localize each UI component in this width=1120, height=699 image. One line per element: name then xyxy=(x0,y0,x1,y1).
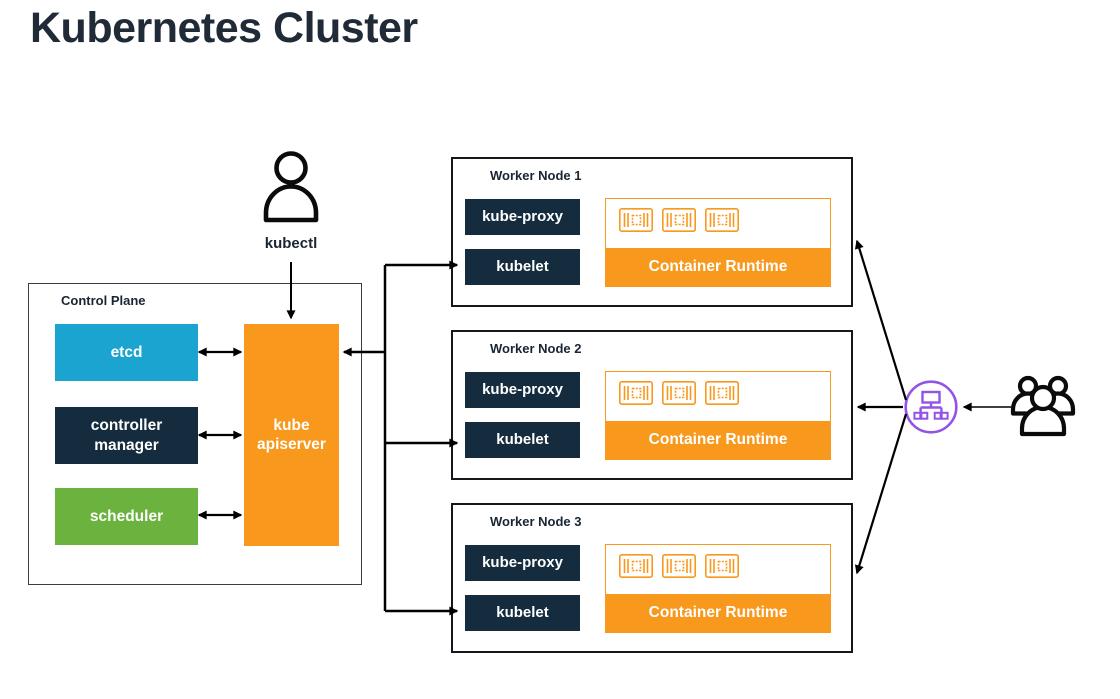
load-balancer xyxy=(903,379,959,440)
scheduler-box: scheduler xyxy=(55,488,198,545)
worker-node-3-box: Worker Node 3 kube-proxy kubelet Contain… xyxy=(451,503,853,653)
worker-node-1-box: Worker Node 1 kube-proxy kubelet Contain… xyxy=(451,157,853,307)
controller-manager-box: controller manager xyxy=(55,407,198,464)
arrow-lb-to-node3 xyxy=(854,413,908,575)
kube-proxy-box: kube-proxy xyxy=(465,545,580,581)
container-runtime-band: Container Runtime xyxy=(606,248,830,286)
etcd-box: etcd xyxy=(55,324,198,381)
container-runtime-band: Container Runtime xyxy=(606,421,830,459)
worker-node-label: Worker Node 1 xyxy=(490,168,582,183)
container-icon xyxy=(705,554,739,578)
container-icon xyxy=(662,208,696,232)
container-runtime-panel: Container Runtime xyxy=(605,544,831,633)
container-icons xyxy=(619,554,739,578)
kube-proxy-box: kube-proxy xyxy=(465,372,580,408)
kubelet-box: kubelet xyxy=(465,249,580,285)
worker-node-label: Worker Node 3 xyxy=(490,514,582,529)
container-icon xyxy=(705,208,739,232)
container-runtime-panel: Container Runtime xyxy=(605,371,831,460)
worker-node-2-box: Worker Node 2 kube-proxy kubelet Contain… xyxy=(451,330,853,480)
worker-node-label: Worker Node 2 xyxy=(490,341,582,356)
container-runtime-panel: Container Runtime xyxy=(605,198,831,287)
container-icon xyxy=(662,381,696,405)
container-icon xyxy=(705,381,739,405)
control-plane-box: Control Plane etcd controller manager sc… xyxy=(28,283,362,585)
control-plane-label: Control Plane xyxy=(61,293,146,308)
users-icon xyxy=(1010,375,1076,437)
container-icons xyxy=(619,208,739,232)
kube-apiserver-box: kube apiserver xyxy=(244,324,339,546)
kubelet-box: kubelet xyxy=(465,422,580,458)
user-icon xyxy=(263,151,319,223)
container-icon xyxy=(619,554,653,578)
page-title: Kubernetes Cluster xyxy=(30,4,418,52)
kubectl-figure: kubectl xyxy=(255,146,327,252)
kube-proxy-box: kube-proxy xyxy=(465,199,580,235)
arrow-lb-to-node1 xyxy=(854,239,908,401)
container-runtime-band: Container Runtime xyxy=(606,594,830,632)
load-balancer-icon xyxy=(904,380,958,434)
kubelet-box: kubelet xyxy=(465,595,580,631)
container-icon xyxy=(619,208,653,232)
container-icon xyxy=(619,381,653,405)
kubectl-label: kubectl xyxy=(264,235,318,252)
container-icons xyxy=(619,381,739,405)
container-icon xyxy=(662,554,696,578)
end-users xyxy=(1010,374,1076,443)
